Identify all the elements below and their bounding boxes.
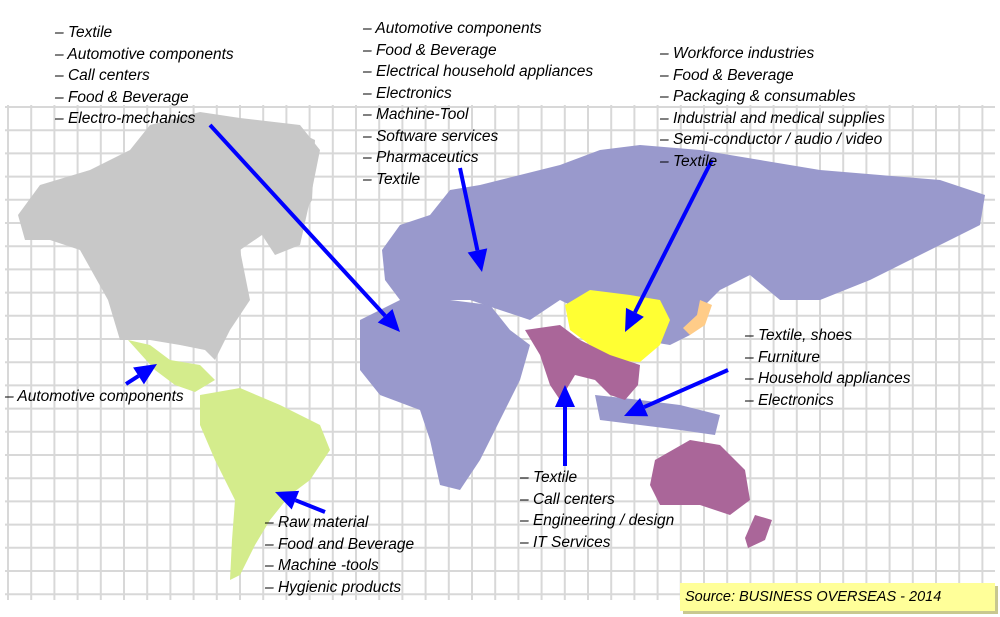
arrow-line — [208, 123, 387, 318]
industry-item: Automotive components — [55, 44, 233, 66]
arrow-head-icon — [133, 364, 157, 385]
south-asia-oceania-region — [525, 325, 772, 548]
source-note: Source: BUSINESS OVERSEAS - 2014 — [680, 583, 995, 611]
industry-item: Call centers — [55, 65, 234, 87]
arrow-head-icon — [467, 248, 488, 272]
industry-item: Automotive components — [5, 386, 183, 408]
industry-item: IT Services — [520, 532, 674, 554]
industry-item: Automotive components — [363, 18, 593, 40]
industry-item: Industrial and medical supplies — [660, 108, 885, 130]
arrow-head-icon — [555, 385, 575, 407]
arrow-line — [294, 498, 326, 514]
industry-item: Food & Beverage — [363, 40, 593, 62]
industry-item: Food and Beverage — [265, 534, 414, 556]
industry-item: Food & Beverage — [660, 65, 885, 87]
industry-item: Textile — [363, 169, 593, 191]
industry-item: Food & Beverage — [55, 87, 234, 109]
japan-region — [683, 300, 712, 335]
industry-item: Engineering / design — [520, 510, 674, 532]
arrow-head-icon — [377, 309, 400, 332]
south-america-label: Raw materialFood and BeverageMachine -to… — [265, 512, 414, 598]
north-america-label: TextileAutomotive componentsCall centers… — [55, 22, 234, 130]
arrow-line — [633, 159, 714, 314]
industry-item: Packaging & consumables — [660, 86, 885, 108]
industry-item: Machine -tools — [265, 555, 414, 577]
industry-item: Electronics — [363, 83, 593, 105]
industry-item: Call centers — [520, 489, 674, 511]
industry-item: Pharmaceutics — [363, 147, 593, 169]
industry-item: Machine-Tool — [363, 104, 593, 126]
industry-item: Electronics — [745, 390, 910, 412]
industry-item: Workforce industries — [660, 43, 885, 65]
industry-item: Semi-conductor / audio / video — [660, 129, 885, 151]
industry-item: Raw material — [265, 512, 414, 534]
arrow-head-icon — [625, 307, 644, 332]
industry-item: Electro-mechanics — [55, 108, 234, 130]
industry-item: Hygienic products — [265, 577, 414, 599]
arrow-line — [643, 368, 729, 409]
industry-item: Furniture — [745, 347, 910, 369]
industry-item: Textile — [660, 151, 885, 173]
india-label: TextileCall centersEngineering / designI… — [520, 467, 674, 553]
mexico-label: Automotive components — [5, 386, 183, 408]
industry-item: Textile — [55, 22, 234, 44]
europe-label: Automotive componentsFood & BeverageElec… — [363, 18, 593, 190]
arrow-head-icon — [275, 490, 300, 510]
china-region — [565, 290, 670, 362]
north-america-region — [18, 112, 320, 360]
arrow-line — [124, 374, 140, 386]
china-label: Workforce industriesFood & BeveragePacka… — [660, 43, 885, 172]
industry-item: Textile — [520, 467, 674, 489]
industry-item: Software services — [363, 126, 593, 148]
europe-africa-asia-region — [360, 145, 985, 490]
arrows — [124, 123, 729, 514]
southeast-asia-label: Textile, shoesFurnitureHousehold applian… — [745, 325, 911, 412]
industry-item: Textile, shoes — [745, 325, 910, 347]
latin-america-region — [128, 340, 330, 580]
arrow-head-icon — [624, 397, 649, 417]
industry-item: Household appliances — [745, 368, 911, 390]
industry-item: Electrical household appliances — [363, 61, 593, 83]
